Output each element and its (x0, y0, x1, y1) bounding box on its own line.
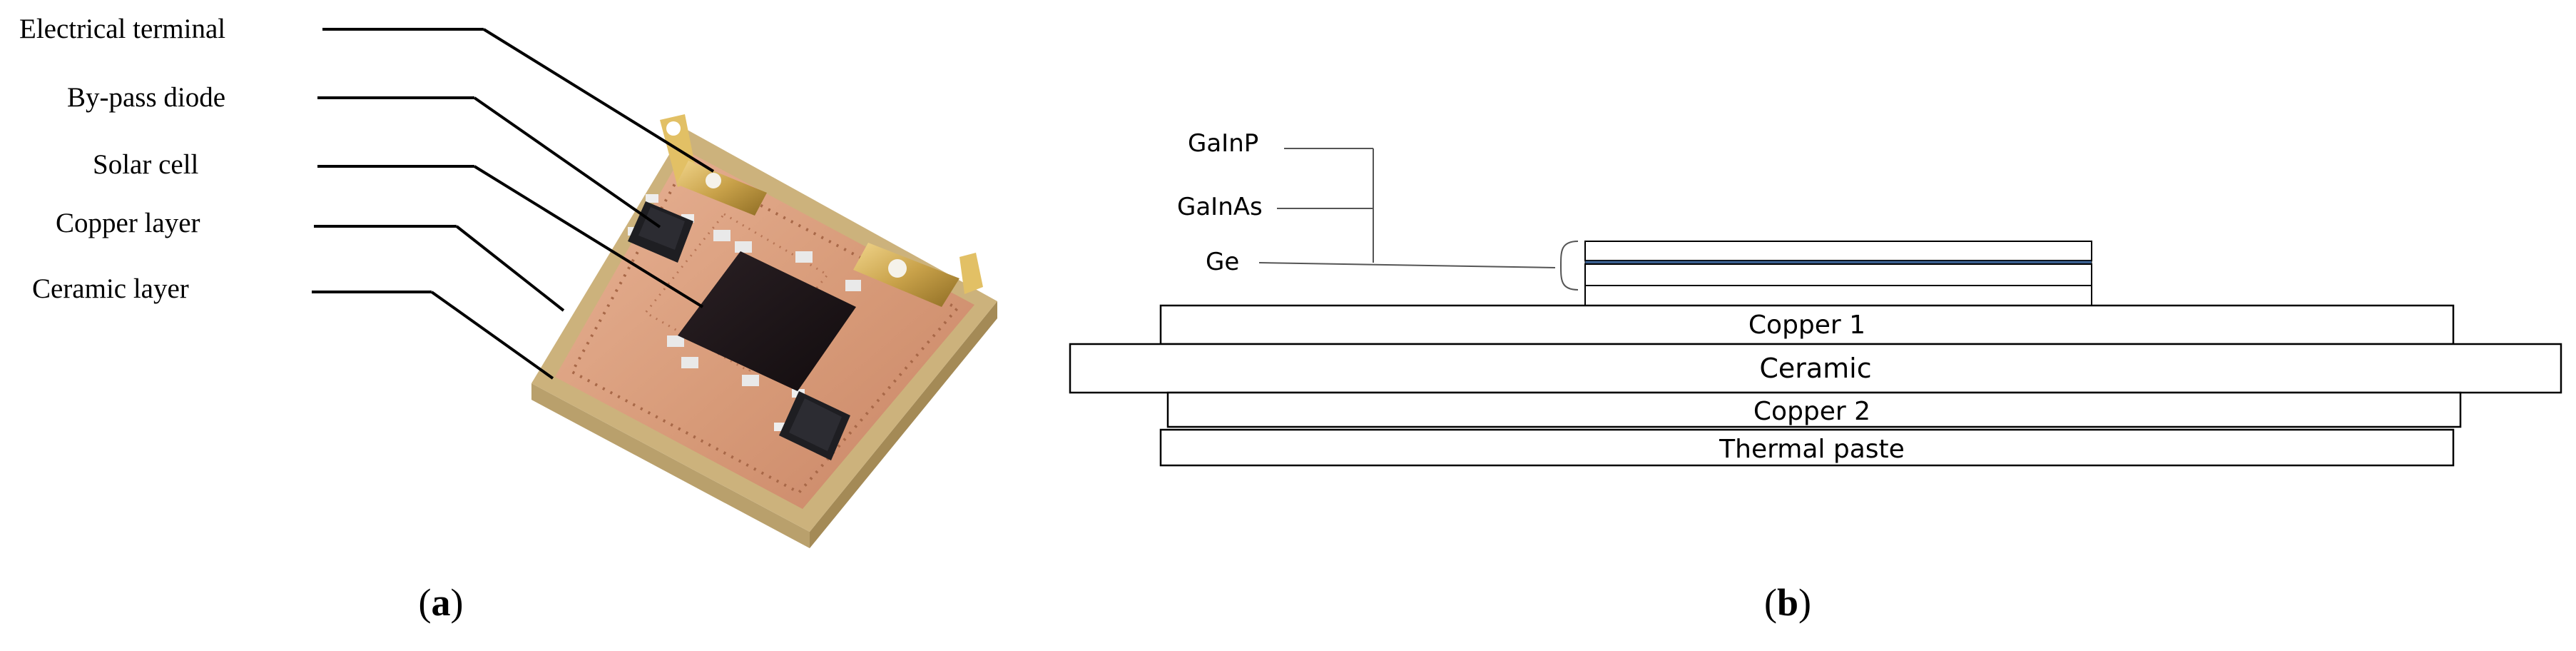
layer-ge-lower (1584, 285, 2092, 306)
label-solar-cell: Solar cell (93, 149, 704, 308)
label-text: Electrical terminal (19, 14, 225, 44)
electrical-terminal-2 (853, 243, 983, 307)
layer-ge (1584, 263, 2092, 286)
panel-b: GaInP GaInAs Ge Copper 1 Ceramic (1069, 129, 2562, 624)
leader-arrow (473, 96, 661, 228)
label-text: Copper layer (56, 208, 200, 238)
panel-a: Electrical terminal By-pass diode Solar … (19, 14, 997, 624)
layer-gainp (1584, 241, 2092, 261)
bypass-diode-bottom (774, 389, 850, 460)
label-text: Solar cell (93, 149, 199, 180)
leader-arrow (473, 165, 704, 308)
layer-copper-2: Copper 2 (1166, 391, 2462, 428)
caption-a: (a) (419, 581, 464, 624)
junction-label-ge: Ge (1206, 248, 1239, 276)
leader-arrow (482, 28, 715, 173)
layer-label: Copper 1 (1748, 311, 1865, 340)
leader-arrow (430, 291, 554, 380)
junction-brace (1560, 241, 1579, 291)
junction-leaders (1258, 148, 1556, 268)
cell-stack (1584, 241, 2092, 306)
module-photo (531, 114, 997, 548)
caption-b: (b) (1764, 581, 1811, 624)
label-text: Ceramic layer (32, 273, 189, 304)
layer-copper-1: Copper 1 (1159, 304, 2455, 345)
junction-label-gainp: GaInP (1188, 129, 1258, 158)
label-text: By-pass diode (67, 82, 225, 113)
layer-thermal-paste: Thermal paste (1159, 428, 2455, 467)
ceramic-edge-right (810, 301, 997, 548)
layer-ceramic: Ceramic (1069, 343, 2562, 394)
label-bypass-diode: By-pass diode (67, 82, 661, 228)
ceramic-edge-left (531, 383, 810, 548)
junction-label-gainas: GaInAs (1177, 193, 1263, 221)
leader-arrow (455, 225, 565, 312)
layer-label: Ceramic (1759, 353, 1871, 384)
layer-label: Copper 2 (1753, 397, 1870, 426)
solar-cell (678, 251, 856, 391)
layer-label: Thermal paste (1719, 435, 1905, 464)
label-copper-layer: Copper layer (56, 208, 565, 312)
label-electrical-terminal: Electrical terminal (19, 14, 715, 173)
label-ceramic-layer: Ceramic layer (32, 273, 554, 380)
